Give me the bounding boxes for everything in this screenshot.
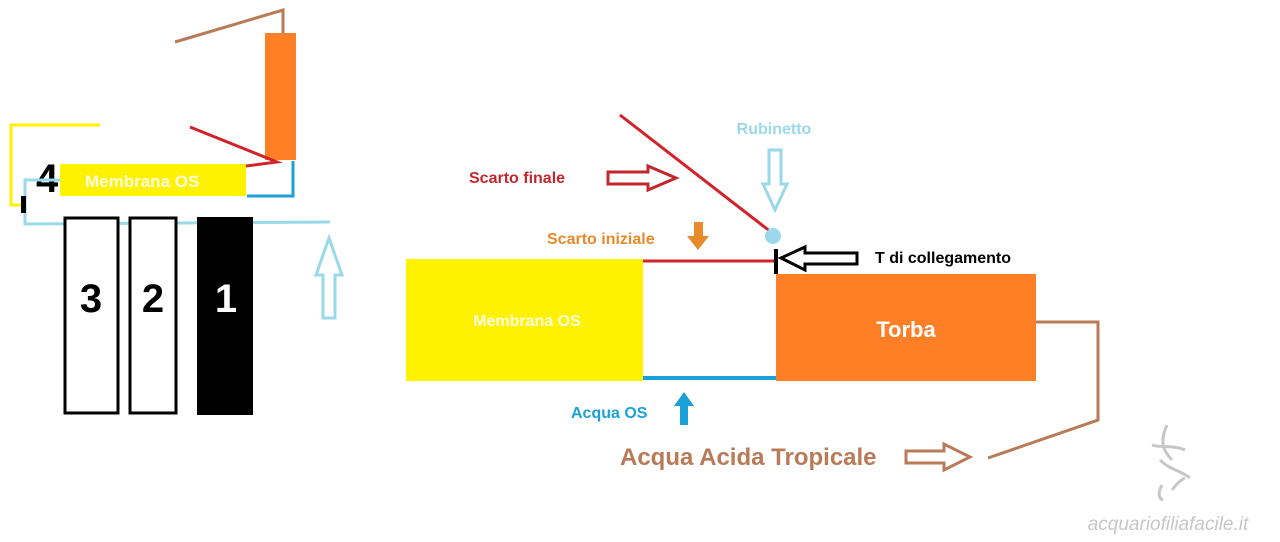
left-schematic: Membrana OS 4 3 2 1	[9, 7, 345, 415]
filter-1	[197, 217, 253, 415]
red-waste-pipe	[189, 125, 283, 168]
tap-label: Rubinetto	[737, 121, 812, 138]
membrane-housing-small	[60, 164, 246, 196]
filter-2-label: 2	[142, 277, 164, 321]
dancer-logo-icon	[1151, 424, 1191, 502]
tap-arrow-icon	[760, 148, 790, 214]
membrane-label-small: Membrana OS	[85, 172, 199, 191]
final-waste-pipe	[619, 113, 772, 234]
peat-cartridge-small	[265, 33, 296, 160]
tee-label: T di collegamento	[875, 250, 1011, 267]
inlet-arrow-icon	[313, 233, 345, 320]
ro-water-label: Acqua OS	[571, 405, 648, 422]
brown-outlet-pipe	[174, 7, 285, 44]
tee-fitting	[774, 249, 778, 274]
filter-3	[63, 216, 120, 415]
peat-cartridge	[776, 274, 1036, 381]
tee-arrow-icon	[777, 244, 859, 273]
final-waste-label: Scarto finale	[469, 170, 565, 187]
membrane-housing	[406, 259, 643, 381]
blue-ro-pipe	[247, 161, 295, 198]
tropical-water-pipe	[987, 320, 1100, 460]
watermark-logo: acquariofiliafacile.it	[1088, 424, 1249, 535]
tropical-water-arrow-icon	[904, 441, 974, 473]
right-detail: Membrana OS Torba Rubinetto Scarto final…	[406, 113, 1100, 473]
tap-dot	[765, 228, 781, 244]
filter-3-label: 3	[80, 277, 102, 321]
initial-waste-label: Scarto iniziale	[547, 231, 655, 248]
yellow-pipe	[9, 123, 100, 207]
peat-label: Torba	[876, 317, 936, 342]
final-waste-arrow-icon	[606, 163, 680, 193]
membrane-label: Membrana OS	[473, 313, 581, 330]
filter-1-label: 1	[215, 277, 237, 321]
watermark-text: acquariofiliafacile.it	[1088, 514, 1249, 535]
filter-2	[128, 216, 178, 415]
tropical-water-label: Acqua Acida Tropicale	[620, 444, 877, 471]
ro-water-arrow-icon	[674, 392, 694, 425]
tee-fitting-small	[21, 196, 26, 213]
initial-waste-arrow-icon	[687, 222, 709, 250]
